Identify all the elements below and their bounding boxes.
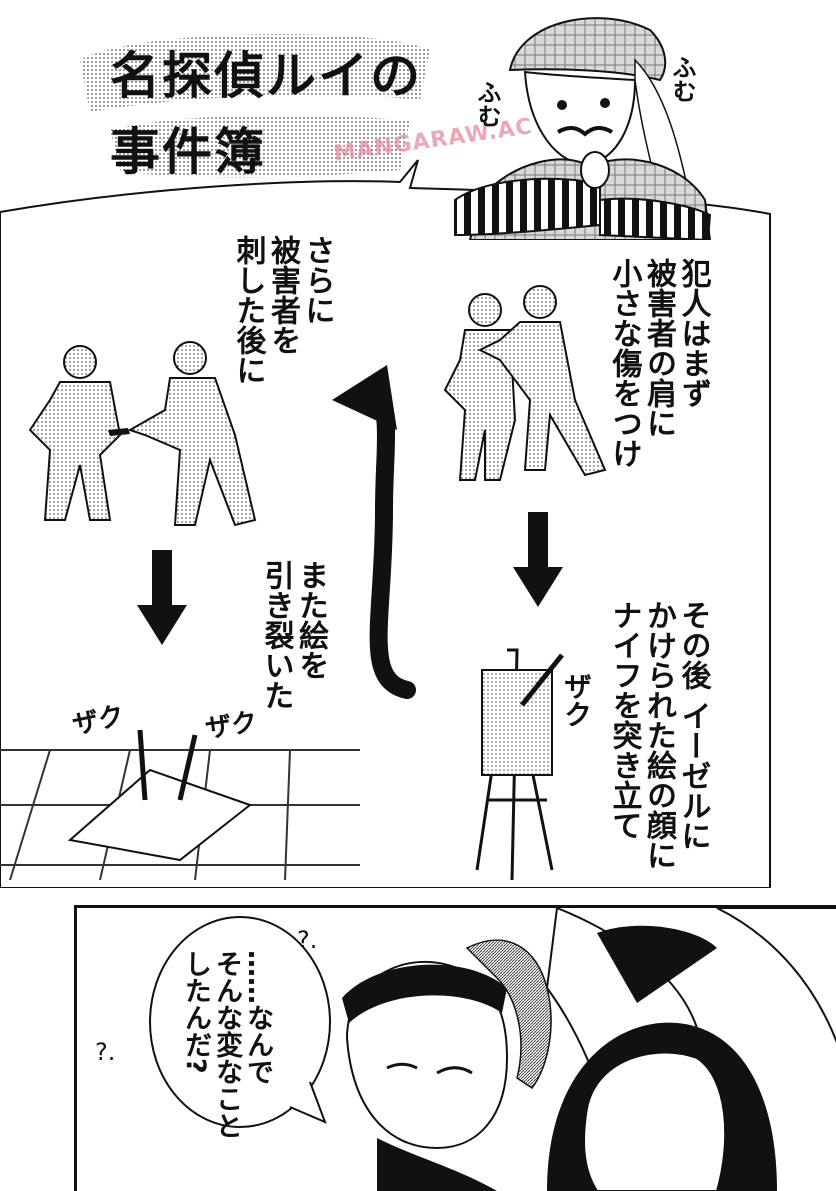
speech-panel-2: ……なんで そんな変なこと したんだ? xyxy=(180,950,274,1139)
page-title-line-2: 事件簿 xyxy=(110,122,266,181)
page-title-line-1: 名探偵ルイの xyxy=(110,46,422,105)
caption-step-1: 犯人はまず 被害者の肩に 小さな傷をつけ xyxy=(606,258,711,468)
arrow-curved-up xyxy=(332,365,416,699)
easel-painting xyxy=(475,648,564,880)
figures-shoulder-wound xyxy=(443,285,607,481)
sfx-fumu-1: ふむ xyxy=(668,55,696,103)
sfx-zaku-1: ザク xyxy=(560,672,593,728)
arrow-down-left xyxy=(137,550,187,645)
caption-step-4: また絵を 引き裂いた xyxy=(258,560,329,710)
panel-1: 名探偵ルイの 事件簿 MANGARAW.AC ふ xyxy=(0,17,771,888)
figures-stabbing xyxy=(28,341,257,527)
sfx-fumu-2: ふむ xyxy=(473,80,501,128)
detective-illustration xyxy=(454,17,712,240)
title-banner: 名探偵ルイの 事件簿 xyxy=(70,20,440,185)
caption-step-3: さらに 被害者を 刺した後に xyxy=(230,235,335,385)
panel-2: ?. ?. xyxy=(74,905,836,1191)
sfx-zaku-3: ザク xyxy=(203,707,260,745)
speech-bubble-outline xyxy=(149,916,331,1128)
caption-step-2: その後 イーゼルに かけられた絵の顔に ナイフを突き立て xyxy=(606,600,711,870)
arrow-down-right xyxy=(513,512,563,607)
sfx-question-2: ?. xyxy=(95,1038,116,1066)
floor-slashed-painting xyxy=(0,730,360,880)
